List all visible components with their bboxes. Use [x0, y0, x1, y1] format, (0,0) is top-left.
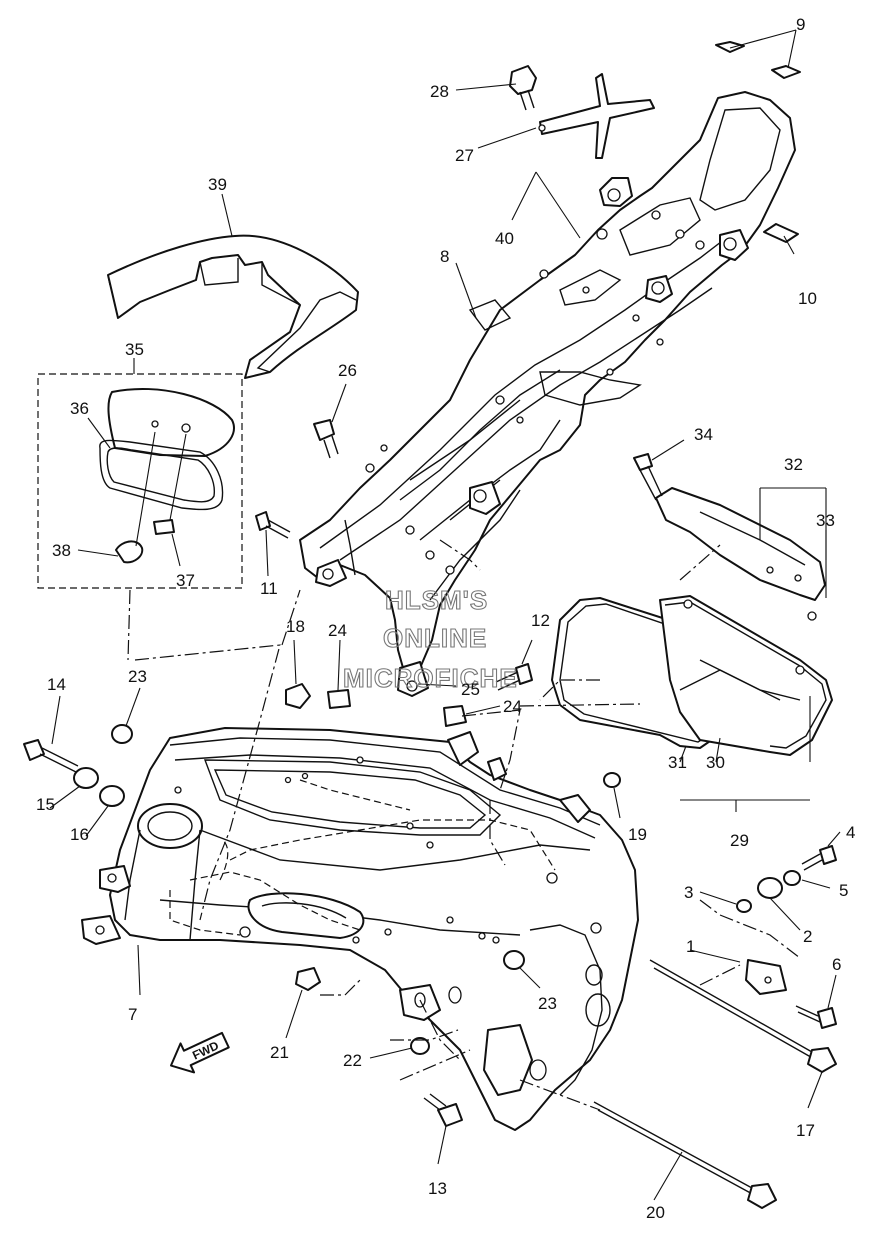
- cover-part: [107, 388, 235, 457]
- callout-36: 36: [70, 399, 89, 418]
- callout-2: 2: [803, 927, 812, 946]
- cover-assembly-group: [37, 373, 243, 589]
- callout-25: 25: [461, 680, 480, 699]
- callout-3: 3: [684, 883, 693, 902]
- rear-fender-cover-part: [107, 234, 359, 379]
- callout-40: 40: [495, 229, 514, 248]
- clip-part: [115, 540, 144, 564]
- grommet-part: [153, 519, 175, 535]
- callout-28: 28: [430, 82, 449, 101]
- gasket-part: [99, 439, 224, 511]
- callout-24a: 24: [328, 621, 347, 640]
- callout-10: 10: [798, 289, 817, 308]
- pad-parts-9: [715, 41, 801, 79]
- callout-38: 38: [52, 541, 71, 560]
- callout-23a: 23: [128, 667, 147, 686]
- callout-30: 30: [706, 753, 725, 772]
- leader-lines: [49, 29, 841, 1201]
- watermark: HLSM'S ONLINE MICROFICHE: [342, 584, 518, 693]
- callout-32: 32: [784, 455, 803, 474]
- main-frame-part: [81, 727, 639, 1131]
- watermark-line-3: MICROFICHE: [343, 663, 518, 693]
- callout-6: 6: [832, 955, 841, 974]
- callout-26: 26: [338, 361, 357, 380]
- rear-subframe-part: [299, 91, 796, 697]
- callout-16: 16: [70, 825, 89, 844]
- callout-29: 29: [730, 831, 749, 850]
- callout-22: 22: [343, 1051, 362, 1070]
- callout-4: 4: [846, 823, 855, 842]
- bolt-part-28: [509, 65, 537, 111]
- callout-11: 11: [260, 579, 278, 598]
- callout-35: 35: [125, 340, 144, 359]
- callout-labels: 1 2 3 4 5 6 7 8 9 10 11 12 13 14 15 16 1…: [36, 15, 855, 1222]
- chain-guard-part: [633, 453, 826, 621]
- callout-34: 34: [694, 425, 713, 444]
- x-plate-part: [538, 73, 655, 159]
- callout-1: 1: [686, 937, 695, 956]
- fwd-arrow-icon: FWD: [169, 1031, 230, 1074]
- callout-19: 19: [628, 825, 647, 844]
- callout-9: 9: [796, 15, 805, 34]
- callout-31: 31: [668, 753, 687, 772]
- callout-14: 14: [47, 675, 66, 694]
- callout-20: 20: [646, 1203, 665, 1222]
- callout-17: 17: [796, 1121, 815, 1140]
- bolt-part-11: [255, 511, 291, 539]
- callout-13: 13: [428, 1179, 447, 1198]
- callout-39: 39: [208, 175, 227, 194]
- callout-33: 33: [816, 511, 835, 530]
- callout-27: 27: [455, 146, 474, 165]
- callout-18: 18: [286, 617, 305, 636]
- watermark-line-1: HLSM'S: [385, 585, 488, 615]
- pad-part-10: [763, 223, 799, 243]
- battery-box-part: [551, 595, 833, 756]
- callout-12: 12: [531, 611, 550, 630]
- callout-23b: 23: [538, 994, 557, 1013]
- callout-24b: 24: [503, 697, 522, 716]
- bolt-part-26: [313, 419, 339, 459]
- callout-5: 5: [839, 881, 848, 900]
- callout-37: 37: [176, 571, 195, 590]
- callout-8: 8: [440, 247, 449, 266]
- watermark-line-2: ONLINE: [383, 623, 487, 653]
- callout-15: 15: [36, 795, 55, 814]
- hardware-parts: [23, 663, 837, 1209]
- callout-21: 21: [270, 1043, 289, 1062]
- callout-7: 7: [128, 1005, 137, 1024]
